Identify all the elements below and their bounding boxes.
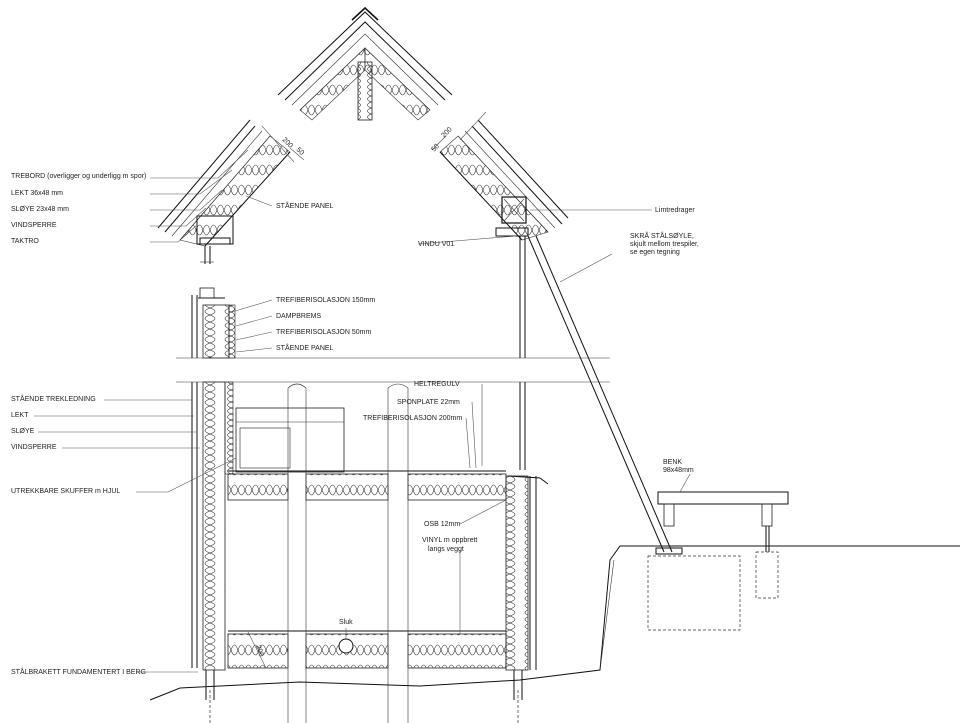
label-vindsperre-roof: VINDSPERRE: [11, 222, 57, 229]
label-skra-2: skjult mellom trespiler,: [630, 241, 699, 248]
label-staende-panel-roof: STÅENDE PANEL: [276, 201, 334, 210]
dimension-marks: [247, 111, 487, 669]
roof-ridge: [277, 6, 453, 121]
label-vinyl-2: langs veggt: [428, 546, 464, 553]
left-eave: [157, 119, 291, 264]
label-sloye-23: SLØYE 23x48 mm: [11, 206, 69, 213]
label-skra-3: se egen tegning: [630, 249, 680, 256]
label-sluk: Sluk: [339, 619, 353, 626]
label-lekt-36: LEKT 36x48 mm: [11, 190, 63, 197]
label-lekt: LEKT: [11, 412, 29, 419]
right-labels: Limtredrager SKRÅ STÅLSØYLE, skjult mell…: [630, 207, 699, 474]
dim-right-200: 200: [440, 126, 453, 139]
label-utrekkbare-skuffer: UTREKKBARE SKUFFER m HJUL: [11, 488, 120, 495]
dim-floor-200: 200: [254, 644, 265, 657]
interior-labels: STÅENDE PANEL TREFIBERISOLASJON 150mm DA…: [276, 201, 477, 626]
label-trefiber-150: TREFIBERISOLASJON 150mm: [276, 297, 375, 304]
label-staende-trekledning: STÅENDE TREKLEDNING: [11, 394, 96, 403]
label-sloye: SLØYE: [11, 428, 35, 435]
floor: [227, 470, 507, 669]
right-wall: [505, 236, 549, 723]
label-trefiber-200: TREFIBERISOLASJON 200mm: [363, 415, 462, 422]
dim-left-50: 50: [295, 146, 306, 157]
label-staende-panel-wall: STÅENDE PANEL: [276, 343, 334, 352]
right-eave: [439, 119, 569, 241]
left-wall: [191, 287, 236, 723]
label-benk-size: 98x48mm: [663, 467, 694, 474]
left-roof-labels: TREBORD (overligger og underligg m spor)…: [11, 173, 146, 245]
break-lines: [176, 357, 610, 383]
label-skra-1: SKRÅ STÅLSØYLE,: [630, 231, 694, 240]
ground: [149, 545, 960, 701]
steel-column: [527, 235, 683, 555]
label-sponplate: SPONPLATE 22mm: [397, 399, 460, 406]
label-benk: BENK: [663, 459, 682, 466]
label-dampbrems: DAMPBREMS: [276, 313, 321, 320]
outdoor-bench: [647, 491, 789, 631]
label-trefiber-50: TREFIBERISOLASJON 50mm: [276, 329, 371, 336]
label-osb: OSB 12mm: [424, 521, 460, 528]
label-vindsperre: VINDSPERRE: [11, 444, 57, 451]
label-taktro: TAKTRO: [11, 238, 39, 245]
columns: [287, 383, 409, 723]
label-heltregulv: HELTREGULV: [414, 381, 460, 388]
dim-right-50: 50: [430, 143, 441, 154]
leaders: [34, 149, 691, 673]
label-vinyl-1: VINYL m oppbrett: [422, 537, 477, 544]
label-stalbrakett: STÅLBRAKETT FUNDAMENTERT I BERG: [11, 667, 146, 676]
label-trebord: TREBORD (overligger og underligg m spor): [11, 173, 146, 180]
label-limtredrager: Limtredrager: [655, 207, 695, 214]
wall-labels: STÅENDE TREKLEDNING LEKT SLØYE VINDSPERR…: [11, 394, 146, 676]
label-vindu: VINDU V01: [418, 241, 454, 248]
bench-interior: [235, 407, 345, 473]
